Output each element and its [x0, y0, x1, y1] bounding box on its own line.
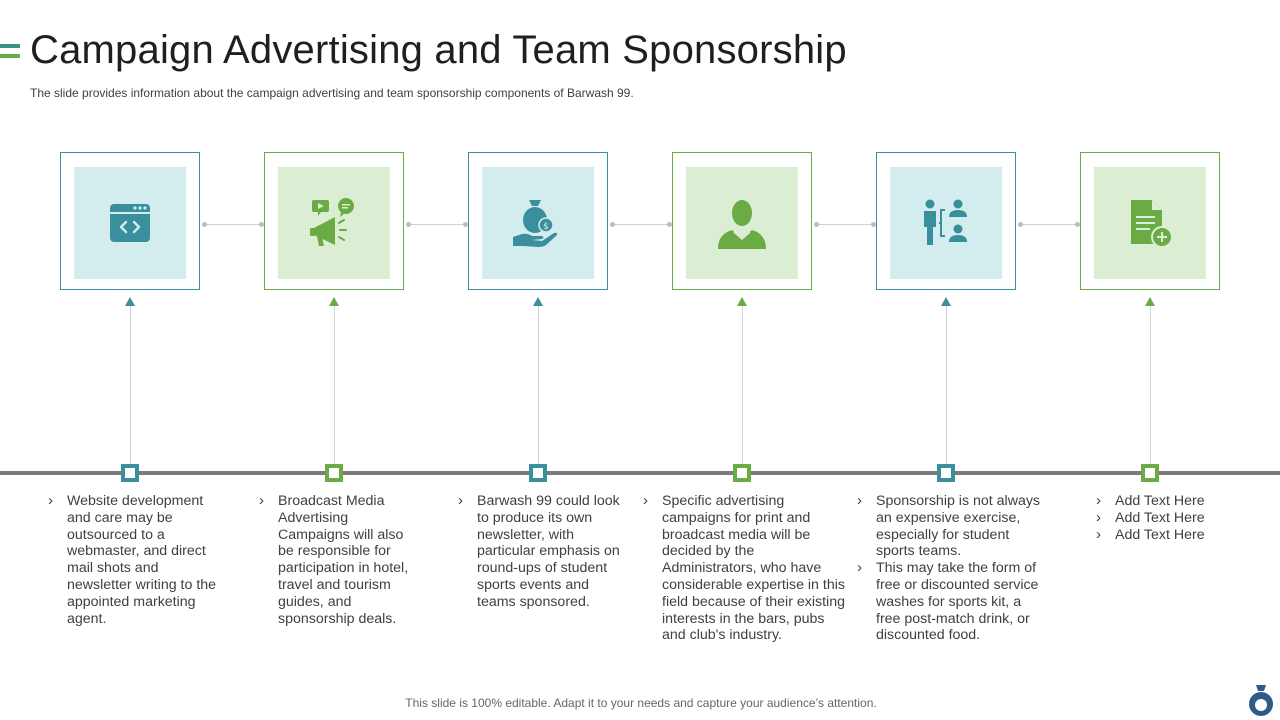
step-text-4: Specific advertising campaigns for print… [643, 493, 847, 644]
title-accent-bar [0, 44, 20, 48]
timeline-node [121, 464, 139, 482]
step-card-6 [1080, 152, 1220, 290]
step-text-5: Sponsorship is not always an expensive e… [857, 493, 1043, 644]
stem-line [538, 306, 539, 464]
step-card-4 [672, 152, 812, 290]
step-card-5 [876, 152, 1016, 290]
bullet-point: This may take the form of free or discou… [857, 560, 1043, 644]
connector-dot [667, 222, 672, 227]
timeline-node [937, 464, 955, 482]
up-arrow-marker [125, 297, 135, 306]
card-connector [814, 224, 876, 225]
timeline-node [325, 464, 343, 482]
slide-title: Campaign Advertising and Team Sponsorshi… [30, 28, 847, 72]
megaphone-media-icon [310, 198, 354, 246]
add-document-icon [1131, 200, 1173, 248]
card-connector [1018, 224, 1080, 225]
connector-dot [1075, 222, 1080, 227]
step-icon-tile [890, 167, 1002, 279]
step-icon-tile [686, 167, 798, 279]
step-text-6: Add Text Here Add Text Here Add Text Her… [1096, 493, 1246, 543]
timeline-node [1141, 464, 1159, 482]
slide-subtitle: The slide provides information about the… [30, 86, 634, 100]
connector-dot [202, 222, 207, 227]
step-text-2: Broadcast Media Advertising Campaigns wi… [259, 493, 419, 627]
title-accent-bar [0, 54, 20, 58]
bullet-point: Specific advertising campaigns for print… [643, 493, 847, 644]
step-icon-tile: $ [482, 167, 594, 279]
up-arrow-marker [1145, 297, 1155, 306]
step-icon-tile [1094, 167, 1206, 279]
stem-line [742, 306, 743, 464]
timeline-bar [0, 471, 1280, 475]
team-hierarchy-icon [924, 199, 967, 245]
stem-line [130, 306, 131, 464]
bullet-point: Website development and care may be outs… [48, 493, 218, 627]
bullet-point: Barwash 99 could look to produce its own… [458, 493, 628, 611]
step-card-3: $ [468, 152, 608, 290]
step-icon-tile [74, 167, 186, 279]
card-connector [610, 224, 672, 225]
up-arrow-marker [329, 297, 339, 306]
brand-logo-icon [1249, 685, 1273, 716]
code-window-icon [110, 204, 150, 242]
card-connector [406, 224, 468, 225]
connector-dot [610, 222, 615, 227]
timeline-node [733, 464, 751, 482]
connector-dot [259, 222, 264, 227]
step-text-3: Barwash 99 could look to produce its own… [458, 493, 628, 611]
step-text-1: Website development and care may be outs… [48, 493, 218, 627]
person-icon [718, 200, 766, 249]
up-arrow-marker [737, 297, 747, 306]
svg-text:$: $ [543, 222, 549, 232]
bullet-point: Add Text Here [1096, 510, 1246, 527]
stem-line [1150, 306, 1151, 464]
connector-dot [406, 222, 411, 227]
bullet-point: Add Text Here [1096, 527, 1246, 544]
stem-line [946, 306, 947, 464]
bullet-point: Broadcast Media Advertising Campaigns wi… [259, 493, 419, 627]
bullet-point: Add Text Here [1096, 493, 1246, 510]
stem-line [334, 306, 335, 464]
bullet-point: Sponsorship is not always an expensive e… [857, 493, 1043, 560]
up-arrow-marker [941, 297, 951, 306]
card-connector [202, 224, 264, 225]
step-card-1 [60, 152, 200, 290]
step-card-2 [264, 152, 404, 290]
money-bag-hand-icon: $ [513, 200, 558, 247]
up-arrow-marker [533, 297, 543, 306]
connector-dot [871, 222, 876, 227]
slide-footer: This slide is 100% editable. Adapt it to… [405, 696, 877, 710]
connector-dot [1018, 222, 1023, 227]
step-icon-tile [278, 167, 390, 279]
timeline-node [529, 464, 547, 482]
connector-dot [814, 222, 819, 227]
connector-dot [463, 222, 468, 227]
